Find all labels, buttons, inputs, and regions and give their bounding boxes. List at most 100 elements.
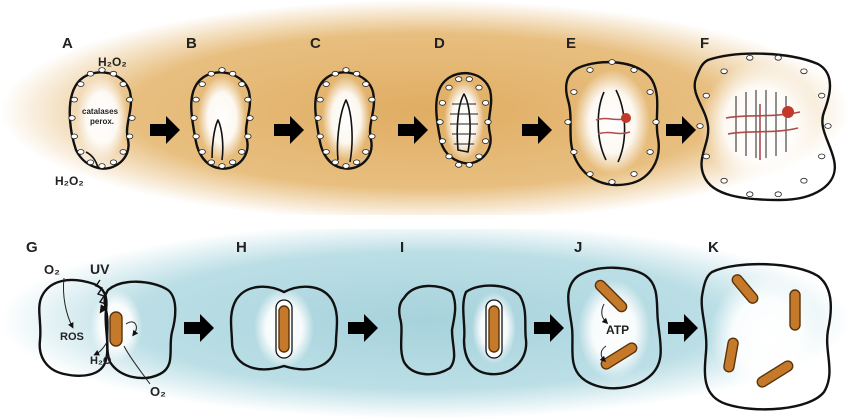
vesicle bbox=[110, 71, 116, 76]
vesicle bbox=[120, 150, 126, 155]
vesicle bbox=[825, 124, 831, 129]
vesicle bbox=[110, 160, 116, 165]
vesicle bbox=[69, 116, 75, 121]
svg-text:O₂: O₂ bbox=[44, 262, 60, 277]
svg-text:O₂: O₂ bbox=[150, 384, 166, 399]
vesicle bbox=[587, 172, 593, 177]
vesicle bbox=[239, 82, 245, 87]
vesicle bbox=[747, 55, 753, 60]
vesicle bbox=[219, 164, 225, 169]
vesicle bbox=[775, 55, 781, 60]
vesicle bbox=[801, 69, 807, 74]
vesicle bbox=[721, 178, 727, 183]
vesicle bbox=[193, 134, 199, 139]
vesicle bbox=[819, 154, 825, 159]
vesicle bbox=[245, 134, 251, 139]
vesicle bbox=[587, 68, 593, 73]
vesicle bbox=[323, 82, 329, 87]
vesicle bbox=[323, 150, 329, 155]
vesicle bbox=[78, 150, 84, 155]
vesicle bbox=[819, 93, 825, 98]
vesicle bbox=[439, 139, 445, 144]
vesicle bbox=[571, 150, 577, 155]
vesicle bbox=[631, 172, 637, 177]
vesicle bbox=[219, 68, 225, 73]
vesicle bbox=[703, 154, 709, 159]
panel-label-d: D bbox=[434, 35, 445, 52]
vesicle bbox=[354, 160, 360, 165]
vesicle bbox=[230, 160, 236, 165]
vesicle bbox=[315, 116, 321, 121]
vesicle bbox=[439, 101, 445, 106]
panel-label-c: C bbox=[310, 35, 321, 52]
vesicle bbox=[466, 77, 472, 82]
vesicle bbox=[369, 134, 375, 139]
vesicle bbox=[247, 116, 253, 121]
vesicle bbox=[317, 97, 323, 102]
vesicle bbox=[332, 71, 338, 76]
svg-text:ROS: ROS bbox=[60, 331, 84, 343]
vesicle bbox=[127, 97, 133, 102]
vesicle bbox=[747, 192, 753, 197]
vesicle bbox=[363, 150, 369, 155]
vesicle bbox=[191, 116, 197, 121]
vesicle bbox=[631, 68, 637, 73]
vesicle bbox=[87, 160, 93, 165]
panel-label-i: I bbox=[400, 239, 404, 256]
panel-label-k: K bbox=[708, 239, 719, 256]
vesicle bbox=[485, 120, 491, 125]
vesicle bbox=[446, 154, 452, 159]
vesicle bbox=[565, 120, 571, 125]
mitochondrion-h bbox=[279, 306, 289, 352]
vesicle bbox=[208, 71, 214, 76]
vesicle bbox=[571, 90, 577, 95]
vesicle bbox=[363, 82, 369, 87]
vesicle bbox=[317, 134, 323, 139]
vesicle bbox=[199, 150, 205, 155]
svg-text:H₂O: H₂O bbox=[90, 355, 112, 367]
vesicle bbox=[456, 163, 462, 168]
vesicle bbox=[71, 134, 77, 139]
vesicle bbox=[71, 97, 77, 102]
panel-label-b: B bbox=[186, 35, 197, 52]
svg-text:perox.: perox. bbox=[90, 117, 114, 126]
vesicle bbox=[239, 150, 245, 155]
vesicle bbox=[87, 71, 93, 76]
panel-label-j: J bbox=[574, 239, 582, 256]
vesicle bbox=[775, 192, 781, 197]
vesicle bbox=[466, 163, 472, 168]
panel-label-e: E bbox=[566, 35, 576, 52]
vesicle bbox=[647, 150, 653, 155]
panel-label-h: H bbox=[236, 239, 247, 256]
mitochondrion-g bbox=[110, 312, 122, 346]
vesicle bbox=[230, 71, 236, 76]
vesicle bbox=[245, 97, 251, 102]
vesicle bbox=[482, 101, 488, 106]
vesicle bbox=[721, 69, 727, 74]
vesicle bbox=[609, 180, 615, 185]
vesicle bbox=[647, 90, 653, 95]
vesicle bbox=[193, 97, 199, 102]
svg-text:catalases: catalases bbox=[82, 107, 119, 116]
vesicle bbox=[446, 85, 452, 90]
vesicle bbox=[437, 120, 443, 125]
vesicle bbox=[371, 116, 377, 121]
svg-text:H₂O₂: H₂O₂ bbox=[98, 55, 127, 69]
vesicle bbox=[697, 124, 703, 129]
vesicle bbox=[199, 82, 205, 87]
svg-text:UV: UV bbox=[90, 261, 110, 277]
vesicle bbox=[78, 82, 84, 87]
vesicle bbox=[208, 160, 214, 165]
red-dot-f bbox=[782, 106, 794, 118]
vesicle bbox=[476, 154, 482, 159]
vesicle bbox=[99, 68, 105, 73]
vesicle bbox=[703, 93, 709, 98]
vesicle bbox=[482, 139, 488, 144]
svg-text:ATP: ATP bbox=[606, 323, 629, 337]
panel-label-g: G bbox=[26, 239, 38, 256]
mitochondrion-k-2 bbox=[790, 290, 800, 330]
mitochondrion-i bbox=[489, 306, 499, 352]
vesicle bbox=[343, 164, 349, 169]
vesicle bbox=[354, 71, 360, 76]
